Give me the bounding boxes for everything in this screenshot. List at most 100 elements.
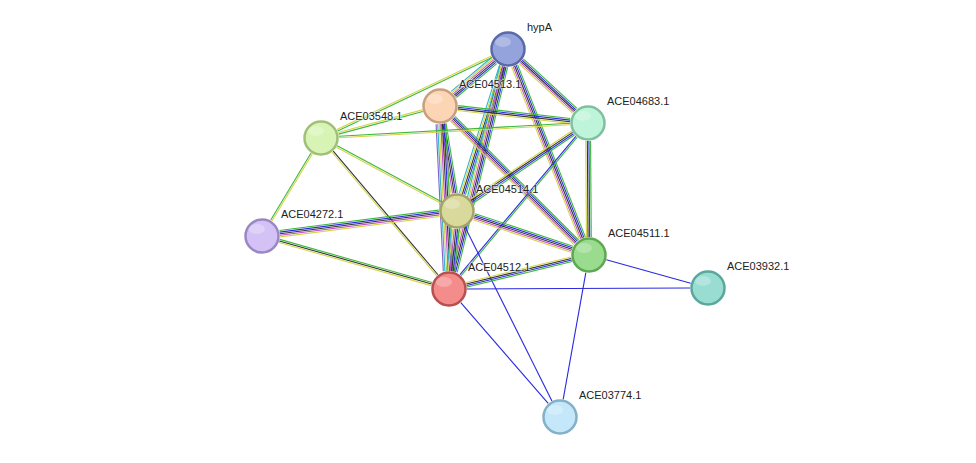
node-circle: [244, 218, 280, 254]
evidence-line: [458, 107, 570, 120]
evidence-line: [280, 239, 432, 282]
evidence-line: [333, 151, 438, 275]
evidence-line: [467, 288, 690, 290]
interaction-edge: [338, 110, 423, 134]
protein-label: ACE03774.1: [579, 389, 641, 402]
node-highlight: [444, 199, 460, 209]
node-circle: [303, 120, 339, 156]
evidence-line: [453, 66, 503, 271]
node-highlight: [249, 224, 265, 234]
evidence-line: [585, 141, 587, 237]
evidence-line: [452, 120, 576, 244]
evidence-line: [451, 66, 501, 271]
evidence-line: [563, 273, 586, 400]
evidence-line: [472, 134, 573, 202]
protein-node: ACE04514.1: [439, 193, 475, 229]
interaction-edge: [466, 257, 572, 287]
evidence-line: [590, 141, 592, 237]
evidence-line: [475, 214, 573, 247]
interaction-edge: [336, 146, 441, 203]
evidence-line: [458, 110, 570, 123]
protein-label: hypA: [527, 21, 552, 34]
evidence-line: [471, 132, 572, 200]
protein-node: ACE04272.1: [244, 218, 280, 254]
node-disc: [246, 220, 279, 253]
protein-label: ACE04683.1: [607, 95, 669, 108]
evidence-line: [438, 124, 445, 271]
interaction-edge: [465, 227, 552, 401]
interaction-edge: [447, 228, 459, 271]
interaction-edge: [471, 131, 575, 203]
evidence-line: [279, 241, 431, 284]
evidence-line: [337, 56, 491, 130]
protein-node: ACE03548.1: [303, 120, 339, 156]
evidence-line: [279, 242, 431, 285]
node-disc: [544, 401, 577, 434]
protein-node: ACE04683.1: [570, 105, 606, 141]
protein-node: hypA: [490, 31, 526, 67]
node-disc: [305, 122, 338, 155]
protein-label: ACE03548.1: [340, 110, 402, 123]
evidence-line: [453, 119, 577, 243]
evidence-line: [606, 260, 690, 283]
evidence-line: [339, 123, 570, 136]
evidence-line: [436, 124, 443, 271]
evidence-line: [467, 262, 572, 288]
evidence-line: [473, 135, 574, 203]
evidence-line: [471, 131, 572, 199]
evidence-line: [474, 217, 572, 250]
node-disc: [572, 107, 605, 140]
evidence-line: [587, 141, 589, 237]
evidence-line: [588, 141, 590, 237]
node-circle: [422, 88, 458, 124]
interaction-edge: [461, 303, 548, 404]
evidence-line: [336, 147, 440, 203]
interaction-edge: [450, 116, 578, 244]
node-disc: [441, 195, 474, 228]
evidence-line: [473, 220, 571, 253]
node-highlight: [495, 37, 511, 47]
evidence-line: [474, 218, 572, 251]
interaction-edge: [473, 214, 573, 253]
interaction-edge: [606, 260, 690, 283]
protein-node: ACE04511.1: [571, 237, 607, 273]
node-circle: [439, 193, 475, 229]
evidence-line: [455, 116, 579, 240]
evidence-line: [338, 57, 492, 131]
evidence-line: [449, 66, 499, 271]
protein-label: ACE04512.1: [468, 261, 530, 274]
node-disc: [573, 239, 606, 272]
interaction-edge: [467, 288, 690, 290]
node-circle: [490, 31, 526, 67]
node-highlight: [436, 277, 452, 287]
interaction-edge: [451, 57, 497, 97]
protein-label: ACE04511.1: [608, 227, 670, 240]
interaction-edge: [458, 106, 571, 124]
node-disc: [492, 33, 525, 66]
protein-label: ACE04513.1: [459, 78, 521, 91]
evidence-line: [339, 125, 570, 138]
protein-node: ACE03774.1: [542, 399, 578, 435]
interaction-edge: [586, 141, 592, 237]
node-highlight: [575, 111, 591, 121]
node-circle: [571, 237, 607, 273]
node-circle: [570, 105, 606, 141]
node-circle: [431, 271, 467, 307]
protein-label: ACE04514.1: [476, 183, 538, 196]
node-disc: [692, 272, 725, 305]
interaction-edge: [279, 239, 432, 285]
protein-label: ACE04272.1: [281, 208, 343, 221]
node-highlight: [308, 126, 324, 136]
evidence-line: [461, 303, 548, 404]
interaction-edge: [563, 273, 586, 400]
evidence-line: [447, 228, 451, 270]
node-highlight: [547, 405, 563, 415]
node-highlight: [576, 243, 592, 253]
node-highlight: [427, 94, 443, 104]
evidence-line: [458, 109, 570, 122]
evidence-line: [337, 146, 441, 202]
evidence-line: [467, 260, 572, 286]
protein-node: ACE04512.1: [431, 271, 467, 307]
